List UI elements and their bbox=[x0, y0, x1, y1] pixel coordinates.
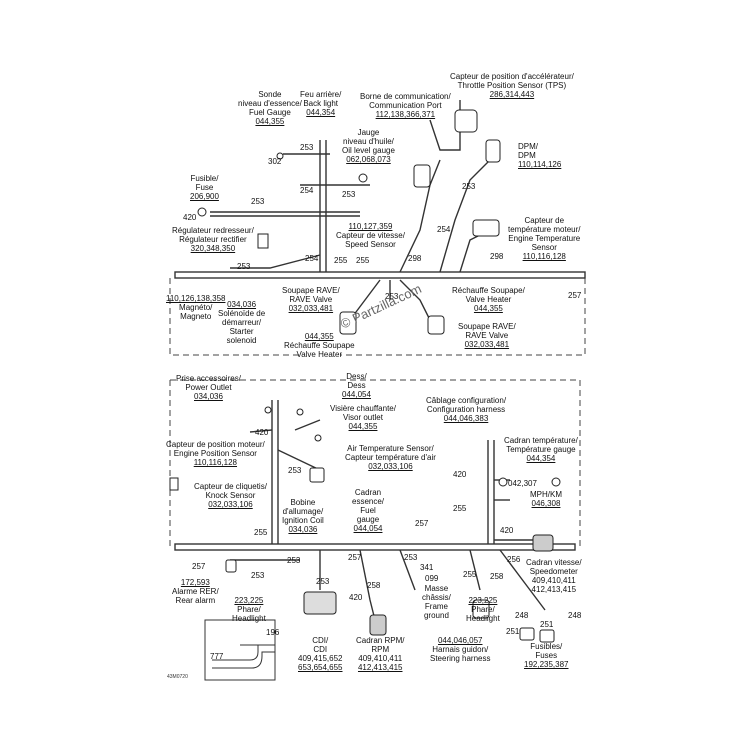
ref-253: 253 bbox=[251, 571, 265, 580]
ref-298: 298 bbox=[490, 252, 504, 261]
ref-257: 257 bbox=[415, 519, 429, 528]
ref-420: 420 bbox=[500, 526, 514, 535]
ref-420: 420 bbox=[349, 593, 363, 602]
ref-254: 254 bbox=[305, 254, 319, 263]
ref-341: 341 bbox=[420, 563, 434, 572]
ref-254: 254 bbox=[437, 225, 451, 234]
label-regulator-rectifier: Régulateur redresseur/Régulateur rectifi… bbox=[172, 226, 254, 253]
ref-253: 253 bbox=[462, 182, 476, 191]
ref-253: 253 bbox=[251, 197, 265, 206]
ref-420: 420 bbox=[453, 470, 467, 479]
ref-099: 099 bbox=[425, 574, 439, 583]
ref-255: 255 bbox=[453, 504, 467, 513]
ref-254: 254 bbox=[300, 186, 314, 195]
ref-255: 255 bbox=[463, 570, 477, 579]
ref-253: 253 bbox=[287, 556, 301, 565]
ref-255: 255 bbox=[356, 256, 370, 265]
ref-257: 257 bbox=[568, 291, 582, 300]
label-communication-port: Borne de communication/Communication Por… bbox=[360, 92, 451, 119]
ref-196: 196 bbox=[266, 628, 280, 637]
label-air-temperature-sensor: Air Temperature Sensor/Capteur températu… bbox=[345, 444, 436, 471]
ref-302: 302 bbox=[268, 157, 282, 166]
ref-777: 777 bbox=[210, 652, 224, 661]
ref-253: 253 bbox=[404, 553, 418, 562]
label-throttle-position-sensor: Capteur de position d'accélérateur/Throt… bbox=[450, 72, 574, 99]
ref-255: 255 bbox=[334, 256, 348, 265]
label-engine-position-sensor: Capteur de position moteur/Engine Positi… bbox=[166, 440, 265, 467]
ref-258: 258 bbox=[490, 572, 504, 581]
ref-298: 298 bbox=[408, 254, 422, 263]
ref-253: 253 bbox=[237, 262, 251, 271]
ref-248: 248 bbox=[515, 611, 529, 620]
ref-042307: 042,307 bbox=[508, 479, 537, 488]
ref-251: 251 bbox=[540, 620, 554, 629]
ref-420: 420 bbox=[255, 428, 269, 437]
ref-257: 257 bbox=[348, 553, 362, 562]
drawing-code: 43M0720 bbox=[167, 674, 188, 680]
ref-258: 258 bbox=[367, 581, 381, 590]
ref-420: 420 bbox=[183, 213, 197, 222]
label-configuration-harness: Câblage configuration/Configuration harn… bbox=[426, 396, 507, 423]
ref-255: 255 bbox=[254, 528, 268, 537]
ref-253: 253 bbox=[316, 577, 330, 586]
ref-253: 253 bbox=[300, 143, 314, 152]
ref-253: 253 bbox=[288, 466, 302, 475]
ref-253: 253 bbox=[385, 292, 399, 301]
ref-253: 253 bbox=[342, 190, 356, 199]
ref-256: 256 bbox=[507, 555, 521, 564]
ref-251: 251 bbox=[506, 627, 520, 636]
ref-257: 257 bbox=[192, 562, 206, 571]
ref-248: 248 bbox=[568, 611, 582, 620]
